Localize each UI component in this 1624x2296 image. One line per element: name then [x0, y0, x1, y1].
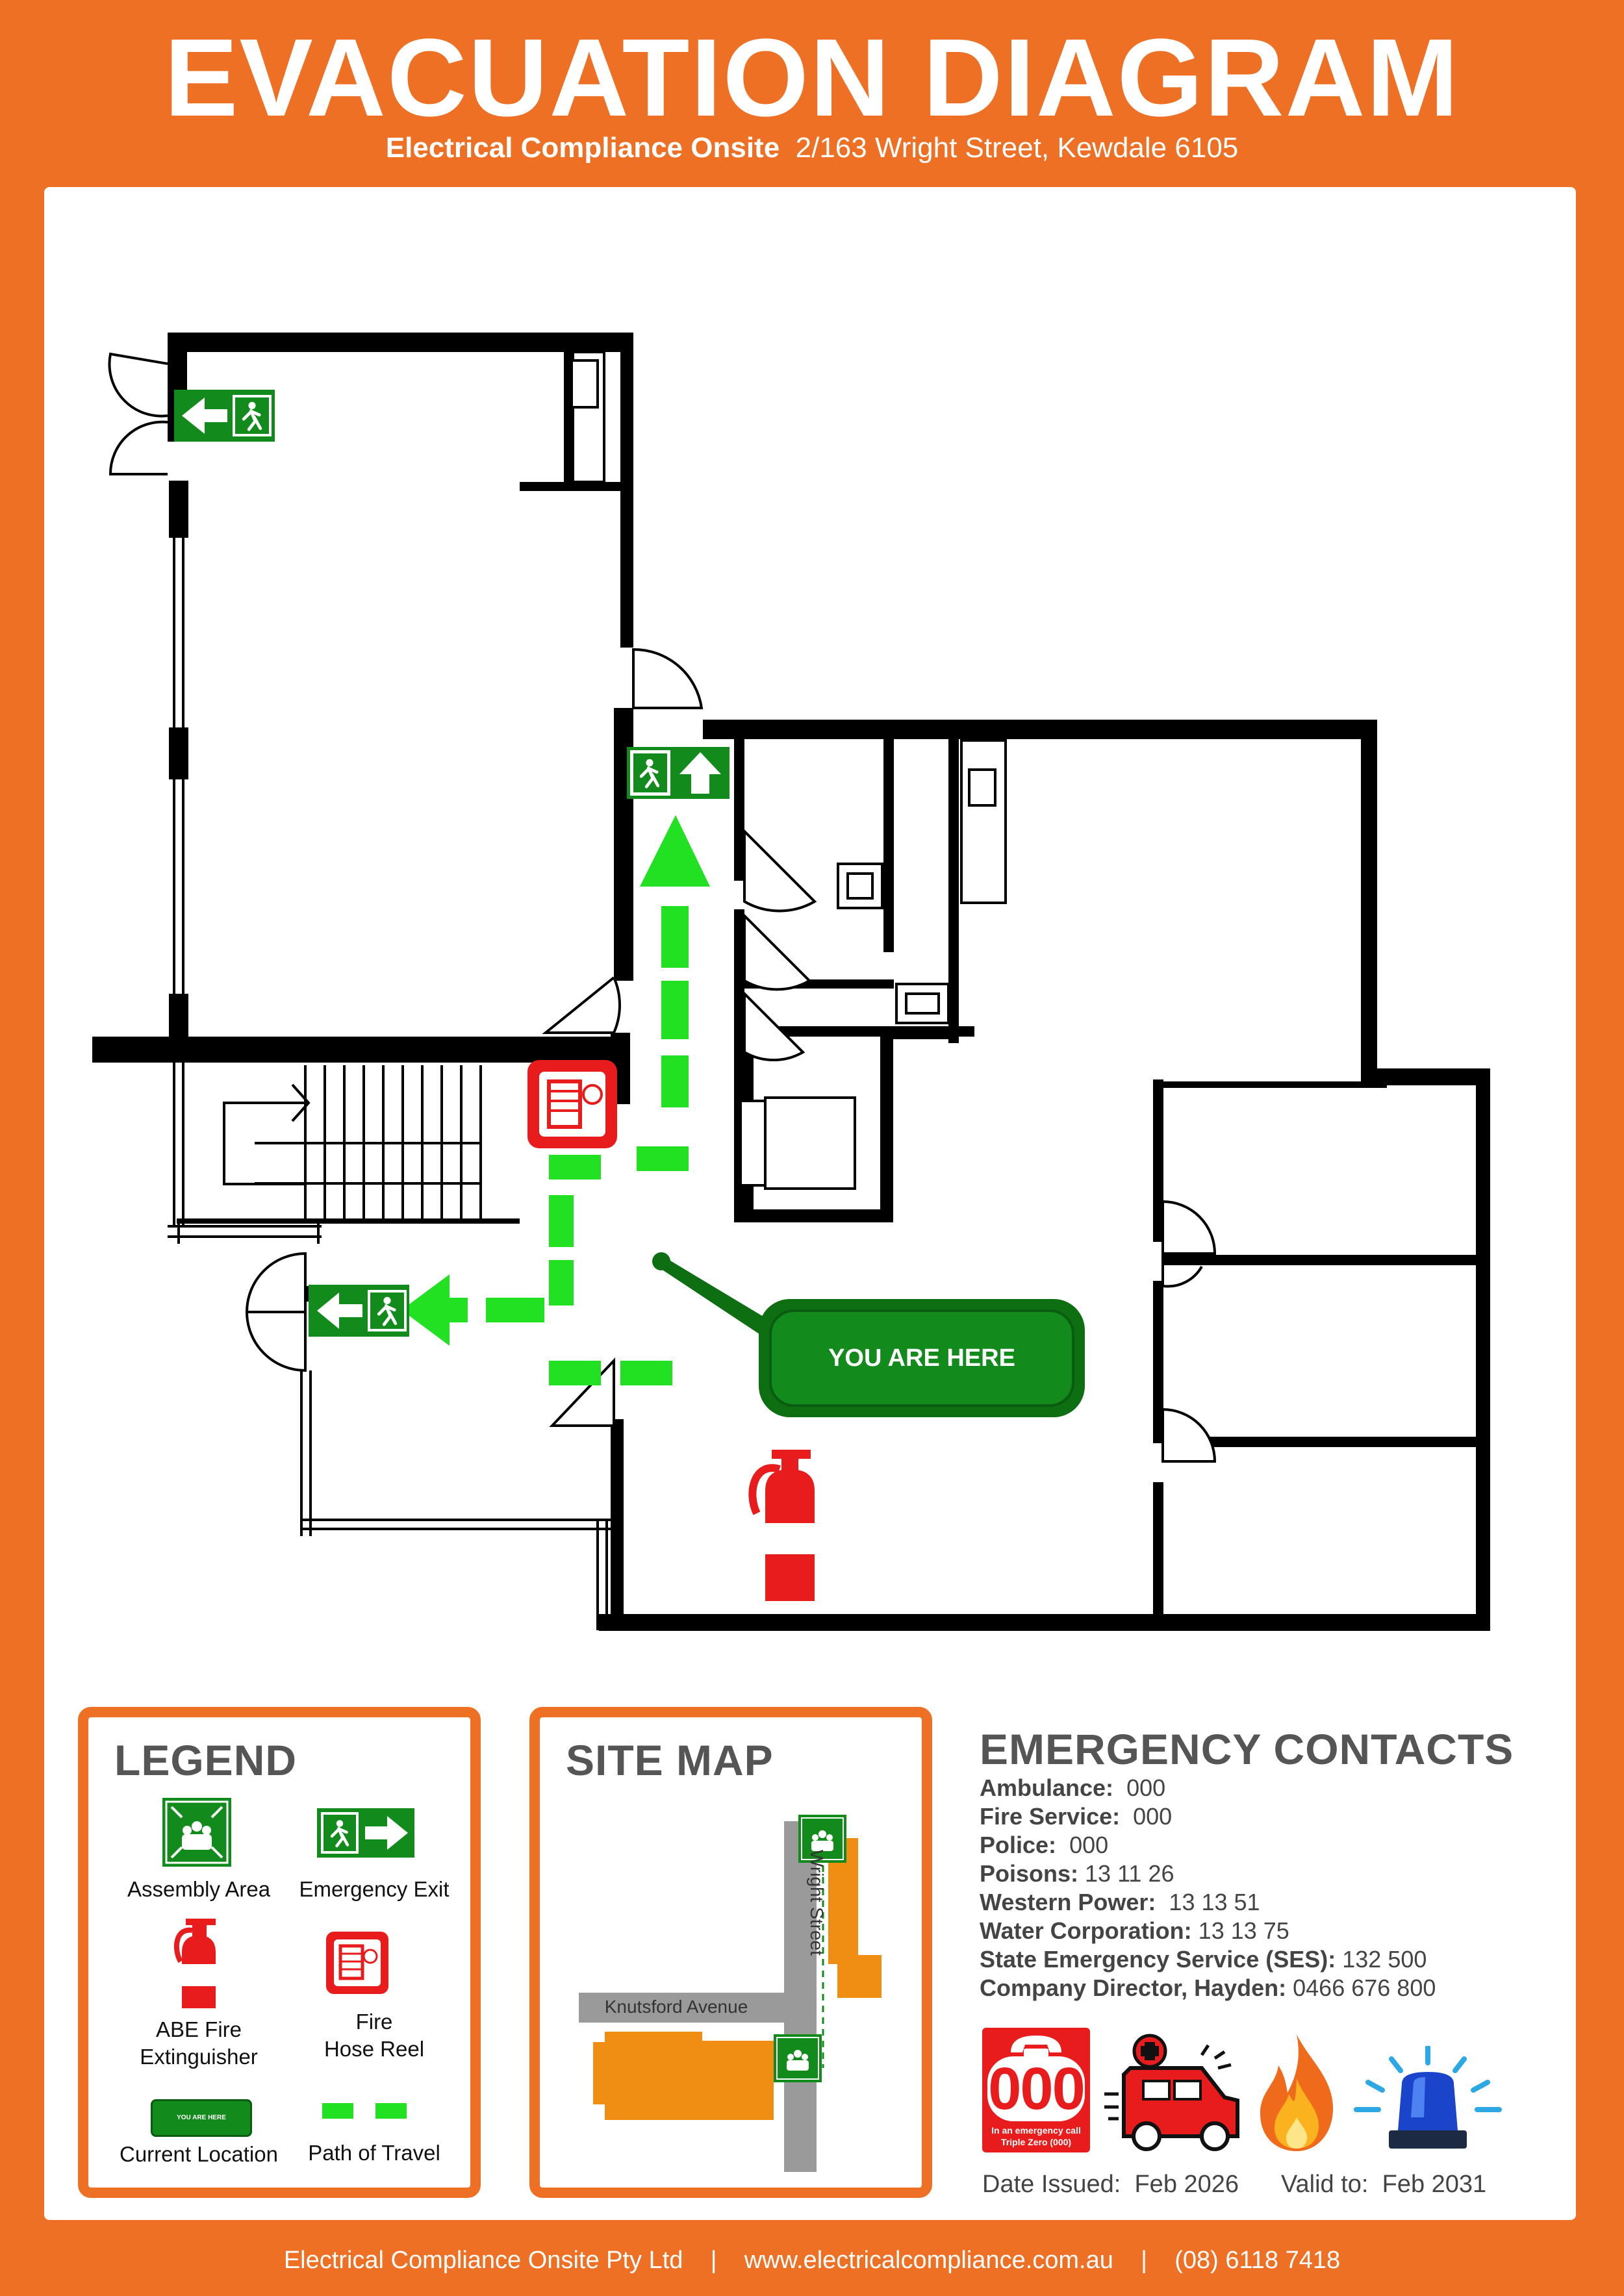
footer-phone[interactable]: (08) 6118 7418	[1174, 2247, 1341, 2274]
footer-company: Electrical Compliance Onsite Pty Ltd	[283, 2247, 683, 2274]
walls	[92, 333, 1490, 1631]
street-label-wright: Wright Street	[807, 1850, 827, 1956]
site-map-title: SITE MAP	[566, 1736, 774, 1784]
you-are-here-label: YOU ARE HERE	[828, 1344, 1015, 1372]
current-location-marker	[652, 1252, 1085, 1417]
fire-extinguisher-legend-icon	[173, 1919, 216, 2008]
company-name: Electrical Compliance Onsite	[385, 132, 780, 164]
footer-separator: |	[710, 2247, 717, 2274]
contact-ambulance: Ambulance: 000	[980, 1774, 1166, 1801]
contact-ses: State Emergency Service (SES): 132 500	[980, 1946, 1427, 1973]
fire-hose-reel-icon	[527, 1060, 617, 1148]
siren-icon	[1354, 2046, 1502, 2149]
doors	[108, 352, 1217, 1463]
site-assembly-area-top-icon	[798, 1815, 846, 1863]
legend-item-assembly-area: Assembly Area	[127, 1877, 271, 1901]
footer: Electrical Compliance Onsite Pty Ltd | w…	[0, 2241, 1624, 2280]
site-map	[579, 1815, 882, 2172]
site-assembly-area-bottom-icon	[774, 2034, 822, 2082]
valid-to: Valid to: Feb 2031	[1281, 2171, 1487, 2198]
legend-box: LEGEND Assembly Area Emergency Exit ABE …	[78, 1707, 481, 2198]
legend-item-current-location: Current Location	[120, 2142, 278, 2166]
triple-zero-number: 000	[987, 2056, 1085, 2122]
fixtures	[564, 351, 1007, 1190]
triple-zero-badge: 000 In an emergency call Triple Zero (00…	[982, 2028, 1090, 2152]
flame-icon	[1260, 2034, 1334, 2151]
emergency-exit-icon	[317, 1808, 414, 1858]
phone-icon	[1011, 2036, 1061, 2058]
site-map-box: SITE MAP Wright Street Knutsford Avenue	[529, 1707, 932, 2198]
stairs	[177, 1065, 520, 1224]
legend-item-path-of-travel: Path of Travel	[308, 2141, 440, 2165]
assembly-area-icon	[162, 1798, 231, 1867]
fire-hose-reel-legend-icon	[326, 1932, 388, 1994]
path-arrow-up	[640, 815, 710, 887]
emergency-contacts-title: EMERGENCY CONTACTS	[980, 1725, 1514, 1773]
date-issued: Date Issued: Feb 2026	[982, 2171, 1239, 2198]
triple-zero-line1: In an emergency call	[991, 2125, 1081, 2136]
site-address: 2/163 Wright Street, Kewdale 6105	[795, 132, 1239, 164]
footer-website[interactable]: www.electricalcompliance.com.au	[744, 2247, 1113, 2274]
emergency-exit-sign-top-left	[174, 390, 275, 442]
footer-separator: |	[1141, 2247, 1147, 2274]
fire-extinguisher-icon	[748, 1450, 815, 1601]
floor-plan	[92, 333, 1490, 1631]
contact-poisons: Poisons: 13 11 26	[980, 1860, 1174, 1887]
path-of-travel-icon	[322, 2103, 407, 2119]
current-location-icon: YOU ARE HERE	[151, 2099, 252, 2137]
contact-water-corporation: Water Corporation: 13 13 75	[980, 1917, 1289, 1944]
page-title: EVACUATION DIAGRAM	[164, 16, 1460, 140]
path-of-travel	[401, 815, 710, 1385]
legend-item-emergency-exit: Emergency Exit	[299, 1877, 450, 1901]
page-subtitle: Electrical Compliance Onsite 2/163 Wrigh…	[0, 130, 1624, 166]
emergency-exit-sign-corridor	[627, 747, 730, 799]
emergency-exit-sign-stairwell	[309, 1285, 409, 1337]
fire-truck-icon	[1104, 2034, 1239, 2151]
path-arrow-left	[401, 1274, 450, 1346]
emergency-contacts: EMERGENCY CONTACTS Ambulance: 000 Fire S…	[980, 1724, 1551, 2002]
contact-company-director: Company Director, Hayden: 0466 676 800	[980, 1974, 1436, 2001]
contact-police: Police: 000	[980, 1832, 1109, 1858]
contact-western-power: Western Power: 13 13 51	[980, 1889, 1260, 1915]
triple-zero-line2: Triple Zero (000)	[1000, 2137, 1072, 2147]
street-label-knutsford: Knutsford Avenue	[604, 1997, 748, 2017]
legend-title: LEGEND	[114, 1736, 298, 1784]
windows	[168, 481, 1481, 1630]
contact-fire-service: Fire Service: 000	[980, 1803, 1173, 1830]
